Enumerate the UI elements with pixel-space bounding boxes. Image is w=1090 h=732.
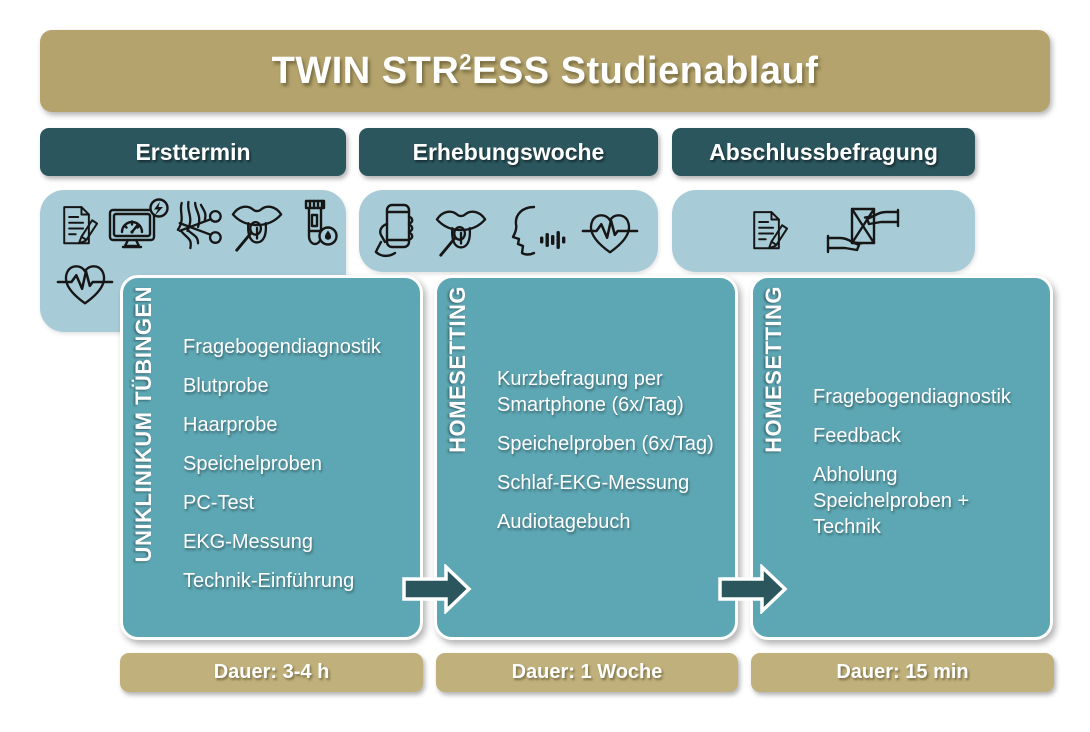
card-side-label: UNIKLINIKUM TÜBINGEN — [131, 286, 156, 563]
list-item: Kurzbefragung per Smartphone (6x/Tag) — [497, 368, 684, 416]
list-item: Abholung Speichelproben + Technik — [813, 464, 970, 538]
card-side-label: HOMESETTING — [761, 286, 786, 453]
questionnaire-icon — [752, 211, 788, 250]
list-item: Feedback — [813, 425, 901, 447]
column-header-ersttermin: Ersttermin — [40, 128, 346, 176]
blood-sample-icon — [304, 199, 338, 246]
duration-bar-abschlussbefragung: Dauer: 15 min — [751, 653, 1054, 692]
voice-diary-icon — [511, 205, 566, 256]
duration-label: Dauer: 1 Woche — [511, 661, 663, 683]
list-item: EKG-Messung — [183, 531, 314, 553]
title-banner: TWIN STR2ESS Studienablauf — [40, 30, 1050, 112]
card-homesetting-week: HOMESETTING Kurzbefragung per Smartphone… — [434, 275, 738, 640]
list-item: Fragebogendiagnostik — [813, 386, 1011, 408]
list-item: Speichelproben — [183, 453, 322, 475]
list-item: Schlaf-EKG-Messung — [497, 472, 690, 494]
title-prefix: TWIN STR — [271, 49, 460, 92]
list-item: PC-Test — [183, 492, 255, 514]
smartphone-hand-icon — [374, 203, 414, 258]
flow-arrow-icon — [402, 564, 472, 614]
icon-panel-erhebungswoche — [359, 190, 658, 272]
card-uniklinikum: UNIKLINIKUM TÜBINGEN Fragebogendiagnosti… — [120, 275, 423, 640]
list-item: Audiotagebuch — [497, 511, 631, 533]
task-list: Fragebogendiagnostik Blutprobe Haarprobe… — [183, 334, 406, 607]
duration-bar-ersttermin: Dauer: 3-4 h — [120, 653, 423, 692]
column-header-label: Erhebungswoche — [412, 138, 605, 165]
column-header-erhebungswoche: Erhebungswoche — [359, 128, 658, 176]
task-list: Fragebogendiagnostik Feedback Abholung S… — [813, 384, 1036, 553]
card-homesetting-final: HOMESETTING Fragebogendiagnostik Feedbac… — [750, 275, 1053, 640]
list-item: Speichelproben (6x/Tag) — [497, 433, 714, 455]
saliva-sample-icon — [435, 210, 487, 257]
list-item: Technik-Einführung — [183, 570, 355, 592]
list-item: Fragebogendiagnostik — [183, 336, 381, 358]
column-header-label: Abschlussbefragung — [709, 138, 938, 165]
pc-test-icon — [108, 198, 169, 249]
column-header-label: Ersttermin — [135, 138, 251, 165]
duration-bar-erhebungswoche: Dauer: 1 Woche — [436, 653, 738, 692]
task-list: Kurzbefragung per Smartphone (6x/Tag) Sp… — [497, 366, 721, 548]
ecg-heart-icon — [581, 214, 639, 254]
flow-arrow-icon — [718, 564, 788, 614]
column-header-abschlussbefragung: Abschlussbefragung — [672, 128, 975, 176]
icon-row — [56, 198, 340, 254]
title-superscript: 2 — [459, 48, 473, 74]
saliva-sample-icon — [231, 205, 283, 252]
duration-label: Dauer: 15 min — [836, 661, 969, 683]
list-item: Haarprobe — [183, 414, 278, 436]
page-title: TWIN STR2ESS Studienablauf — [272, 50, 819, 93]
duration-label: Dauer: 3-4 h — [213, 661, 330, 683]
icon-panel-abschlussbefragung — [672, 190, 975, 272]
questionnaire-icon — [63, 206, 99, 245]
handover-icon — [826, 207, 899, 254]
list-item: Blutprobe — [183, 375, 269, 397]
ecg-heart-icon — [56, 265, 114, 305]
title-suffix: ESS Studienablauf — [472, 49, 819, 92]
card-side-label: HOMESETTING — [445, 286, 470, 453]
icon-row — [56, 256, 340, 308]
hair-sample-icon — [176, 200, 222, 250]
